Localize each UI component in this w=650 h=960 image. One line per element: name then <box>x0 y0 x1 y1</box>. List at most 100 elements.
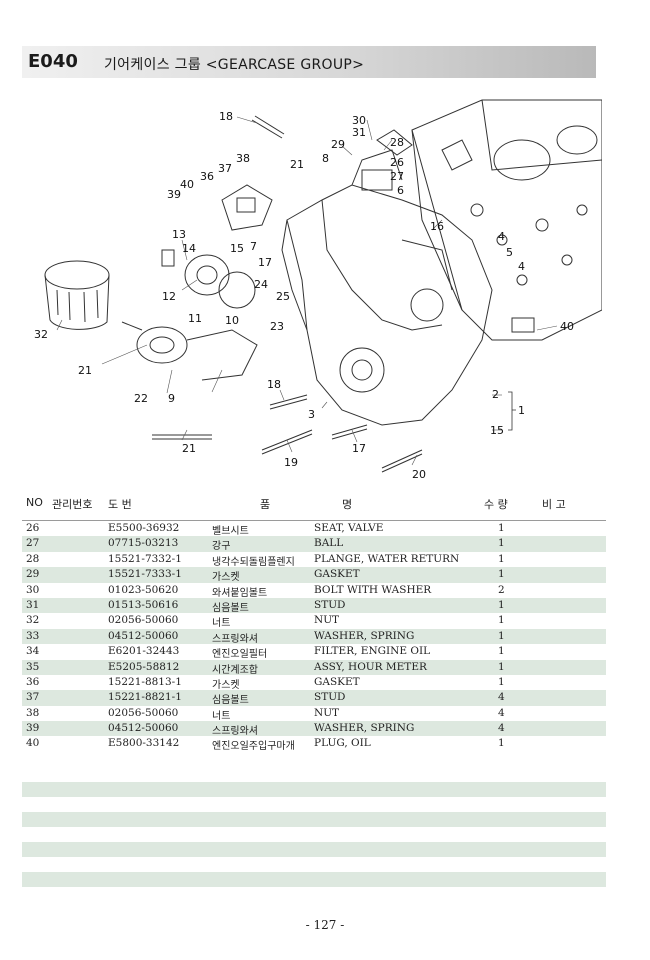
table-row: 37 15221-8821-1 심음볼트 STUD 4 <box>22 690 606 707</box>
row-english-name: SEAT, VALVE <box>314 522 384 534</box>
header-no: NO <box>26 496 43 509</box>
row-no: 33 <box>26 629 40 642</box>
row-part-number: 01023-50620 <box>108 583 179 596</box>
leader-lines <box>56 116 558 466</box>
row-part-number: E5205-58812 <box>108 660 180 673</box>
empty-row <box>22 782 606 797</box>
callout-39: 40 <box>180 178 194 191</box>
row-no: 27 <box>26 537 40 550</box>
row-no: 37 <box>26 691 40 704</box>
callout-38: 39 <box>167 188 181 201</box>
row-quantity: 4 <box>498 722 505 735</box>
row-part-number: 07715-03213 <box>108 537 179 550</box>
row-quantity: 2 <box>498 583 505 596</box>
row-part-number: 02056-50060 <box>108 614 179 627</box>
row-korean-name: 시간계조합 <box>212 664 258 676</box>
row-english-name: ASSY, HOUR METER <box>314 660 427 673</box>
header-name: 명 <box>342 498 353 511</box>
callout-33: 31 <box>352 126 366 139</box>
row-english-name: GASKET <box>314 675 360 688</box>
row-quantity: 1 <box>498 645 505 658</box>
callout-9: 9 <box>168 392 175 405</box>
row-quantity: 1 <box>498 737 505 750</box>
table-header: NO 관리번호 도 번 품 명 수 량 비 고 <box>22 486 606 521</box>
row-no: 29 <box>26 568 40 581</box>
callout-3: 3 <box>308 408 315 421</box>
row-korean-name: 강구 <box>212 541 231 553</box>
table-body: 26 E5500-36932 벨브시트 SEAT, VALVE 1 27 07715-032… <box>22 521 606 752</box>
row-korean-name: 너트 <box>212 618 231 630</box>
row-korean-name: 와셔붙임볼트 <box>212 587 268 599</box>
callout-30: 28 <box>390 136 404 149</box>
row-part-number: 15221-8821-1 <box>108 691 182 704</box>
header-remarks: 비 고 <box>542 498 566 511</box>
empty-row <box>22 842 606 857</box>
callout-numbers: 18 30 31 29 28 8 26 27 21 38 37 36 40 39… <box>34 110 574 481</box>
callout-1: 1 <box>518 404 525 417</box>
row-no: 36 <box>26 675 40 688</box>
row-part-number: 02056-50060 <box>108 706 179 719</box>
bolts-drawing <box>152 115 535 473</box>
callout-21: 20 <box>412 468 426 481</box>
row-quantity: 1 <box>498 568 505 581</box>
row-no: 26 <box>26 522 40 534</box>
callout-20: 19 <box>284 456 298 469</box>
row-quantity: 1 <box>498 598 505 611</box>
row-english-name: WASHER, SPRING <box>314 629 415 642</box>
row-part-number: 01513-50616 <box>108 598 179 611</box>
row-korean-name: 냉각수되돌림플렌지 <box>212 556 295 568</box>
hour-meter-drawing <box>221 184 273 231</box>
row-english-name: WASHER, SPRING <box>314 722 415 735</box>
callout-34: 32 <box>34 328 48 341</box>
callout-17: 17 <box>352 442 366 455</box>
callout-29: 27 <box>390 170 404 183</box>
row-part-number: 04512-50060 <box>108 722 179 735</box>
empty-row <box>22 872 606 887</box>
row-korean-name: 벨브시트 <box>212 526 249 537</box>
row-part-number: 15221-8813-1 <box>108 675 182 688</box>
row-english-name: FILTER, ENGINE OIL <box>314 645 431 658</box>
row-korean-name: 가스켓 <box>212 679 240 691</box>
row-quantity: 1 <box>498 537 505 550</box>
row-korean-name: 스프링와셔 <box>212 633 258 645</box>
row-quantity: 4 <box>498 706 505 719</box>
empty-row <box>22 812 606 827</box>
row-english-name: PLANGE, WATER RETURN <box>314 552 460 565</box>
row-part-number: E5800-33142 <box>108 737 180 750</box>
header-item: 품 <box>260 498 271 511</box>
page-number: - 127 - <box>305 918 345 932</box>
callout-31: 29 <box>331 138 345 151</box>
header-mgmt-no: 관리번호 <box>52 498 93 511</box>
callout-2: 2 <box>492 388 499 401</box>
callout-4: 4 <box>498 230 505 243</box>
row-part-number: E5500-36932 <box>108 522 180 534</box>
row-part-number: E6201-32443 <box>108 645 180 658</box>
row-english-name: STUD <box>314 598 346 611</box>
callout-10: 10 <box>225 314 239 327</box>
row-english-name: NUT <box>314 706 340 719</box>
callout-18: 18 <box>267 378 281 391</box>
row-quantity: 4 <box>498 691 505 704</box>
row-no: 34 <box>26 645 40 658</box>
row-no: 39 <box>26 722 40 735</box>
row-korean-name: 가스켓 <box>212 572 240 584</box>
callout-40: 40 <box>560 320 574 333</box>
row-korean-name: 심음볼트 <box>212 602 249 614</box>
row-korean-name: 심음볼트 <box>212 695 249 707</box>
row-quantity: 1 <box>498 660 505 673</box>
row-english-name: STUD <box>314 691 346 704</box>
callout-5: 5 <box>506 246 513 259</box>
callout-11: 11 <box>188 312 202 325</box>
section-code: E040 <box>28 51 78 72</box>
callout-12: 12 <box>162 290 176 303</box>
row-no: 28 <box>26 552 40 565</box>
callout-15b: 15 <box>490 424 504 437</box>
row-no: 40 <box>26 737 40 750</box>
callout-28: 26 <box>390 156 404 169</box>
row-part-number: 15521-7333-1 <box>108 568 182 581</box>
